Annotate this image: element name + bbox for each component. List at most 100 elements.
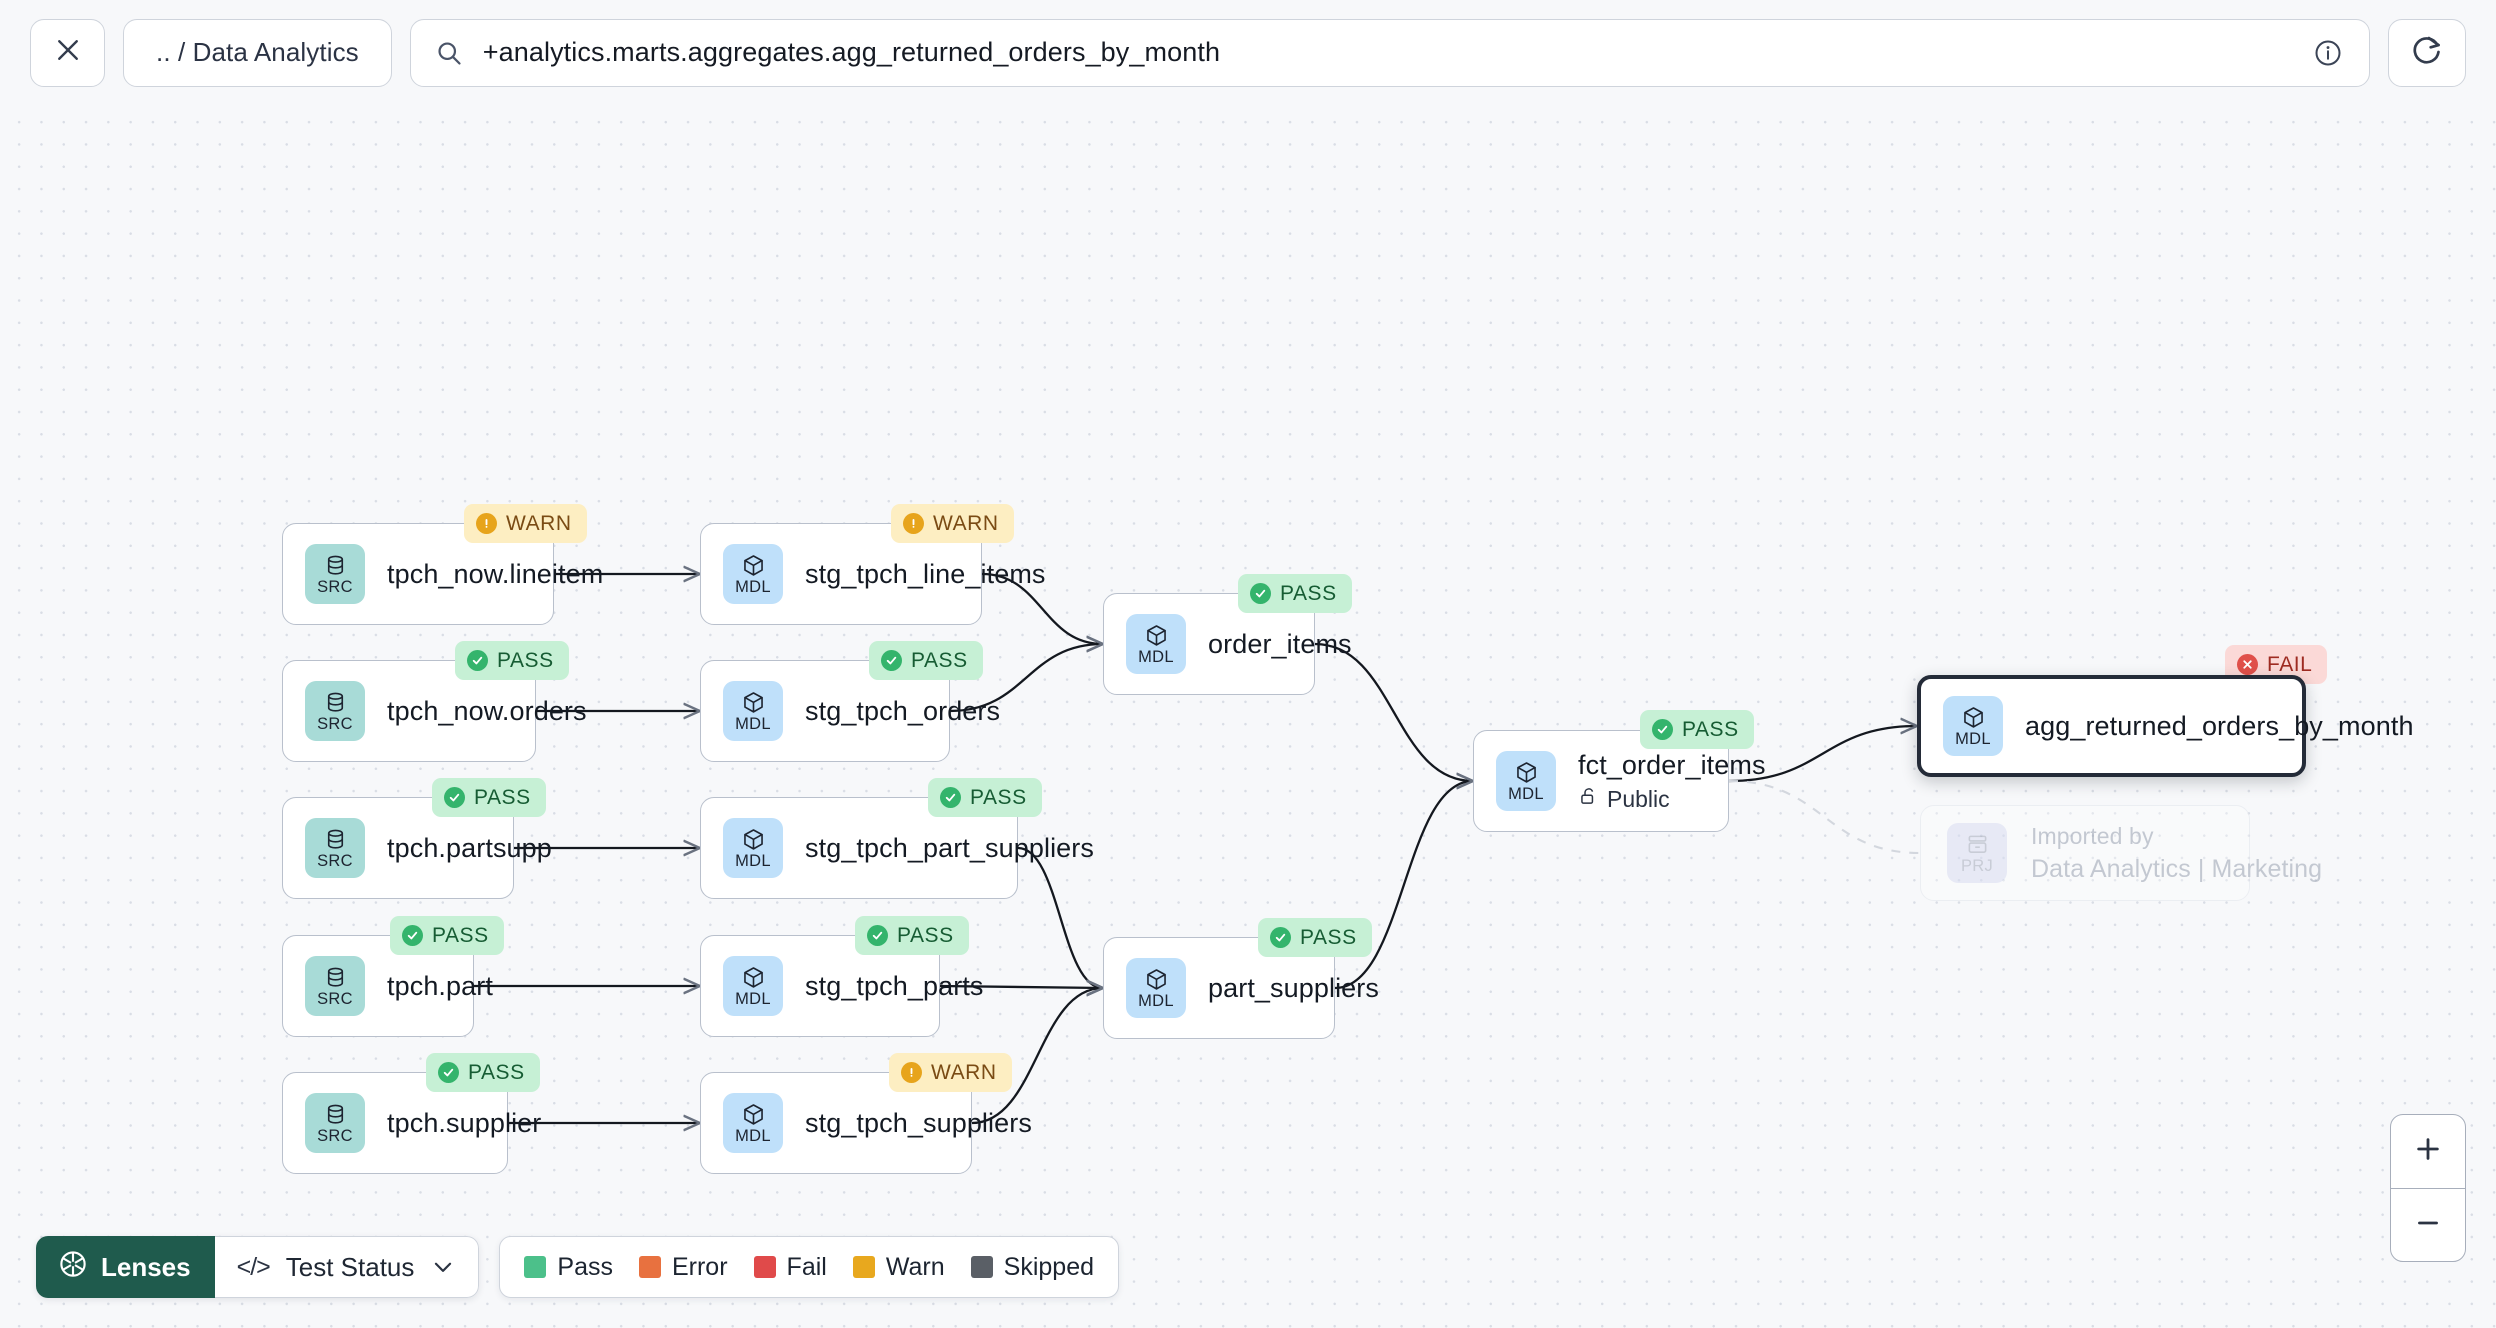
- node-type-chip-mdl: MDL: [1126, 614, 1186, 674]
- graph-node[interactable]: MDL stg_tpch_parts: [700, 935, 984, 1037]
- status-badge-label: PASS: [1300, 925, 1357, 949]
- status-badge-pass[interactable]: PASS: [426, 1053, 540, 1092]
- graph-edge: [1017, 846, 1103, 988]
- node-title: tpch_now.lineitem: [387, 558, 604, 589]
- lens-select-test-status[interactable]: </> Test Status: [214, 1236, 480, 1298]
- status-badge-label: PASS: [432, 923, 489, 947]
- node-body: tpch.part: [387, 970, 493, 1002]
- legend-swatch: [753, 1256, 776, 1278]
- legend-item-warn[interactable]: Warn: [852, 1253, 945, 1282]
- node-title: tpch.part: [387, 970, 493, 1001]
- edge-layer: [474, 105, 1921, 1328]
- graph-node[interactable]: SRC tpch_now.lineitem: [282, 523, 604, 625]
- legend-item-fail[interactable]: Fail: [753, 1252, 827, 1282]
- node-type-label: MDL: [735, 1126, 771, 1145]
- legend-label: Fail: [786, 1252, 827, 1281]
- legend-item-skipped[interactable]: Skipped: [970, 1253, 1094, 1282]
- cube-icon: [741, 1102, 766, 1127]
- node-type-chip-mdl: MDL: [723, 1093, 783, 1153]
- status-badge-pass[interactable]: PASS: [1238, 574, 1352, 613]
- node-type-chip-src: SRC: [305, 956, 365, 1016]
- graph-edge: [1728, 726, 1917, 783]
- cube-icon: [1961, 705, 1986, 730]
- status-badge-label: PASS: [1682, 717, 1739, 741]
- refresh-button[interactable]: [2388, 18, 2466, 87]
- status-badge-pass[interactable]: PASS: [855, 916, 969, 955]
- legend-swatch: [970, 1256, 993, 1278]
- status-badge-label: WARN: [506, 511, 572, 535]
- node-type-chip-mdl: MDL: [723, 818, 783, 878]
- lenses-button[interactable]: Lenses: [36, 1236, 215, 1298]
- cube-icon: [741, 690, 766, 715]
- graph-edge-dashed: [1728, 779, 1921, 855]
- status-badge-pass[interactable]: PASS: [869, 641, 983, 680]
- graph-edge: [1314, 642, 1473, 781]
- project-icon: [1965, 832, 1990, 857]
- search-input[interactable]: +analytics.marts.aggregates.agg_returned…: [409, 18, 2370, 87]
- node-body: tpch.partsupp: [387, 833, 552, 864]
- graph-node[interactable]: MDL agg_returned_orders_by_month: [1917, 675, 2413, 777]
- imported-by-label: Imported by: [2031, 822, 2154, 849]
- cube-icon: [741, 827, 766, 852]
- node-title: stg_tpch_parts: [805, 970, 984, 1001]
- database-icon: [323, 553, 348, 578]
- zoom-in-button[interactable]: [2391, 1115, 2465, 1188]
- node-title: tpch_now.orders: [387, 695, 587, 726]
- status-pass-icon: [867, 925, 888, 946]
- status-badge-pass[interactable]: PASS: [1640, 710, 1754, 749]
- legend-item-pass[interactable]: Pass: [524, 1253, 613, 1282]
- search-value: +analytics.marts.aggregates.agg_returned…: [482, 37, 1221, 67]
- node-type-label: MDL: [1508, 784, 1544, 803]
- node-type-label: MDL: [735, 851, 771, 870]
- node-type-label: MDL: [1138, 647, 1174, 666]
- info-icon[interactable]: [2313, 38, 2343, 68]
- node-body: agg_returned_orders_by_month: [2025, 711, 2413, 742]
- status-pass-icon: [1652, 719, 1673, 740]
- close-button[interactable]: [30, 18, 105, 87]
- status-badge-warn[interactable]: WARN: [889, 1053, 1012, 1092]
- status-badge-warn[interactable]: WARN: [464, 504, 587, 543]
- legend-swatch: [638, 1256, 661, 1278]
- node-type-label: MDL: [1955, 729, 1991, 748]
- status-badge-label: PASS: [911, 648, 968, 672]
- status-badge-pass[interactable]: PASS: [1258, 918, 1372, 957]
- legend-swatch: [524, 1256, 547, 1278]
- status-badge-pass[interactable]: PASS: [455, 641, 569, 680]
- node-type-chip-mdl: MDL: [723, 956, 783, 1016]
- node-type-label: SRC: [317, 989, 353, 1008]
- aperture-icon: [58, 1249, 88, 1286]
- cube-icon: [1144, 623, 1169, 648]
- status-badge-label: PASS: [897, 923, 954, 947]
- node-type-chip-src: SRC: [305, 1093, 365, 1153]
- status-badge-pass[interactable]: PASS: [432, 778, 546, 817]
- breadcrumb[interactable]: .. / Data Analytics: [123, 18, 392, 87]
- status-badge-warn[interactable]: WARN: [891, 504, 1014, 543]
- node-body: stg_tpch_orders: [805, 696, 1000, 727]
- plus-icon: [2412, 1133, 2444, 1170]
- breadcrumb-label: .. / Data Analytics: [156, 37, 359, 67]
- node-type-label: SRC: [317, 577, 353, 596]
- node-type-chip-mdl: MDL: [1943, 696, 2003, 756]
- node-title: tpch.supplier: [387, 1107, 542, 1138]
- legend-item-error[interactable]: Error: [638, 1253, 728, 1282]
- node-body: stg_tpch_parts: [805, 970, 984, 1002]
- node-type-chip-src: SRC: [305, 681, 365, 741]
- node-type-label: SRC: [317, 714, 353, 733]
- legend-label: Pass: [557, 1252, 613, 1281]
- status-badge-label: PASS: [468, 1060, 525, 1084]
- node-body: stg_tpch_part_suppliers: [805, 833, 1094, 864]
- node-type-chip-mdl: MDL: [1496, 751, 1556, 811]
- graph-edge: [971, 988, 1103, 1125]
- database-icon: [323, 1102, 348, 1127]
- status-badge-pass[interactable]: PASS: [390, 916, 504, 955]
- status-badge-pass[interactable]: PASS: [928, 778, 1042, 817]
- unlock-icon: [1578, 786, 1599, 813]
- zoom-out-button[interactable]: [2391, 1188, 2465, 1261]
- refresh-icon: [2410, 33, 2444, 72]
